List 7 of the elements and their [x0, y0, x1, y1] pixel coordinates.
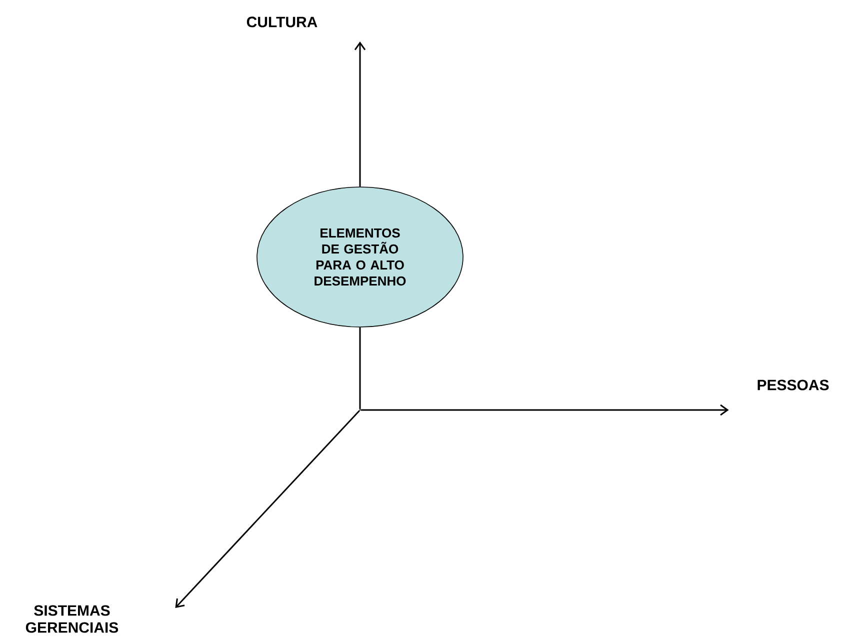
axis-label: PESSOAS [758, 380, 829, 390]
axis-label: SISTEMAS GERENCIAIS [26, 605, 118, 633]
arrow [354, 42, 366, 187]
arrow [360, 404, 729, 416]
arrow [175, 410, 360, 608]
axis-label: CULTURA [246, 16, 318, 28]
axis-line [359, 327, 361, 410]
